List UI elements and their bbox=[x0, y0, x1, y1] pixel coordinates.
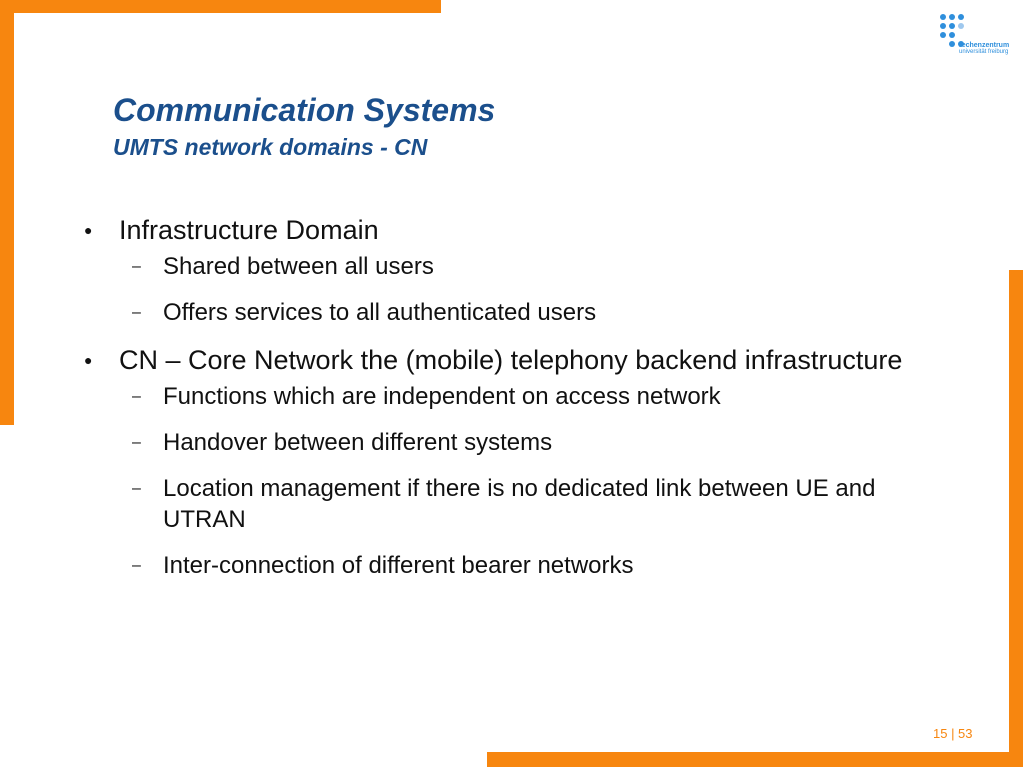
bullet-icon: ● bbox=[84, 352, 93, 368]
logo-wordmark: rechenzentrum universität freiburg bbox=[959, 42, 1009, 56]
sub-bullet: – Shared between all users bbox=[84, 251, 914, 282]
page-subtitle: UMTS network domains - CN bbox=[113, 134, 428, 160]
accent-bar-bottom bbox=[487, 752, 1023, 767]
sub-bullet: – Inter-connection of different bearer n… bbox=[84, 550, 914, 581]
accent-bar-left bbox=[0, 0, 14, 425]
bullet-text: Infrastructure Domain bbox=[119, 215, 379, 245]
dash-icon: – bbox=[132, 557, 141, 574]
sub-bullet-text: Location management if there is no dedic… bbox=[163, 475, 876, 533]
sub-bullet: – Handover between different systems bbox=[84, 427, 914, 458]
slide-content: ● Infrastructure Domain – Shared between… bbox=[84, 213, 914, 596]
dash-icon: – bbox=[132, 304, 141, 321]
bullet-text: CN – Core Network the (mobile) telephony… bbox=[119, 345, 903, 375]
accent-bar-right bbox=[1009, 270, 1023, 767]
sub-bullet-text: Shared between all users bbox=[163, 253, 434, 280]
logo-line-1: rechenzentrum bbox=[959, 42, 1010, 49]
bullet-icon: ● bbox=[84, 222, 93, 238]
sub-bullet-text: Handover between different systems bbox=[163, 429, 553, 456]
sub-bullet-text: Inter-connection of different bearer net… bbox=[163, 552, 634, 579]
dash-icon: – bbox=[132, 258, 141, 275]
logo-line-2: universität freiburg bbox=[959, 49, 1009, 55]
dash-icon: – bbox=[132, 388, 141, 405]
dash-icon: – bbox=[132, 480, 141, 497]
page-title: Communication Systems bbox=[113, 92, 496, 128]
sub-bullet-text: Functions which are independent on acces… bbox=[163, 383, 721, 410]
sub-bullet: – Functions which are independent on acc… bbox=[84, 381, 914, 412]
bullet-core-network: ● CN – Core Network the (mobile) telepho… bbox=[84, 343, 914, 377]
sub-bullet: – Offers services to all authenticated u… bbox=[84, 297, 914, 328]
sub-bullet: – Location management if there is no ded… bbox=[84, 473, 914, 535]
rechenzentrum-logo-icon bbox=[940, 14, 964, 47]
sub-bullet-text: Offers services to all authenticated use… bbox=[163, 299, 597, 326]
page-number: 15 | 53 bbox=[933, 726, 973, 741]
accent-bar-top bbox=[0, 0, 441, 13]
bullet-infrastructure-domain: ● Infrastructure Domain bbox=[84, 213, 914, 247]
dash-icon: – bbox=[132, 434, 141, 451]
